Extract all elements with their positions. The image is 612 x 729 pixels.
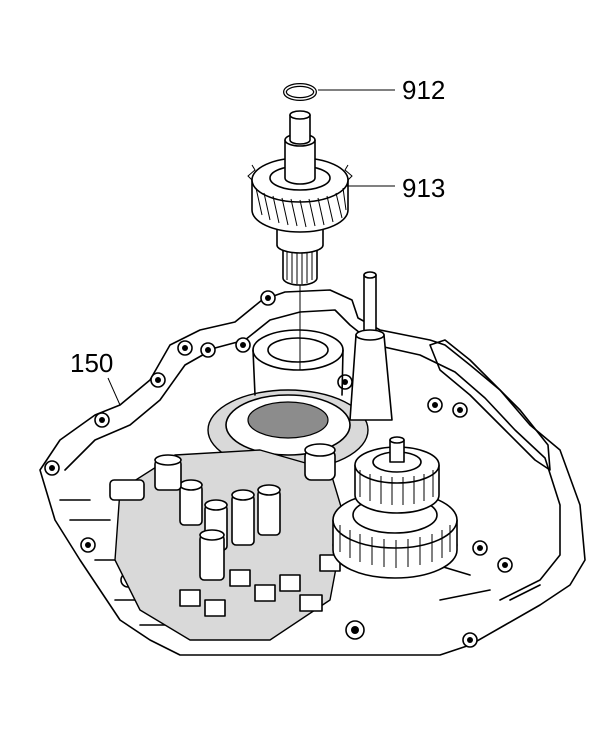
snap-ring-912 [283,83,317,101]
callout-912: 912 [402,75,445,105]
valve-body-connectors [179,554,341,617]
gear-assembly [332,436,458,579]
callout-913: 913 [402,173,445,203]
callout-leaders [107,89,395,406]
valve-body [109,443,346,641]
leader-150 [107,377,121,406]
support-post [349,271,393,421]
gear-shaft-913 [247,110,353,286]
case-bolt-holes [44,290,513,648]
callout-150: 150 [70,348,113,378]
solenoids [109,443,336,581]
